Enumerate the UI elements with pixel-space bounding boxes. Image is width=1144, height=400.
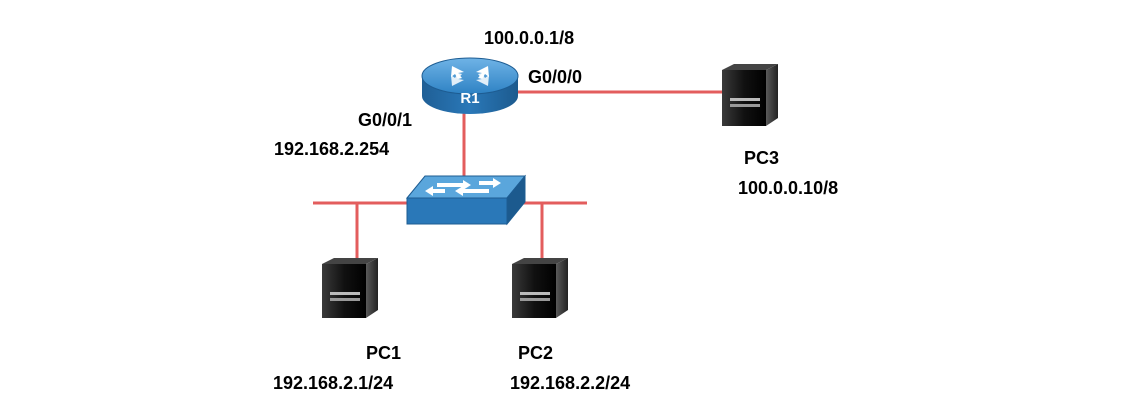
- switch-icon[interactable]: [405, 174, 527, 226]
- pc1-name: PC1: [366, 343, 402, 363]
- router-g001-ip: 192.168.2.254: [274, 139, 390, 159]
- pc2-tower-icon[interactable]: [512, 258, 568, 318]
- router-g001-name: G0/0/1: [358, 110, 413, 130]
- pc3-tower-icon[interactable]: [722, 64, 778, 126]
- pc1-tower-icon[interactable]: [322, 258, 378, 318]
- router-name: R1: [460, 90, 479, 107]
- pc1-ip: 192.168.2.1/24: [273, 373, 394, 393]
- pc3-ip: 100.0.0.10/8: [738, 178, 839, 198]
- pc2-name: PC2: [518, 343, 554, 363]
- pc2-ip: 192.168.2.2/24: [510, 373, 631, 393]
- pc3-name: PC3: [744, 148, 780, 168]
- router-g000-name: G0/0/0: [528, 67, 583, 87]
- router-g000-ip: 100.0.0.1/8: [484, 28, 575, 48]
- router-icon[interactable]: R1: [421, 57, 519, 114]
